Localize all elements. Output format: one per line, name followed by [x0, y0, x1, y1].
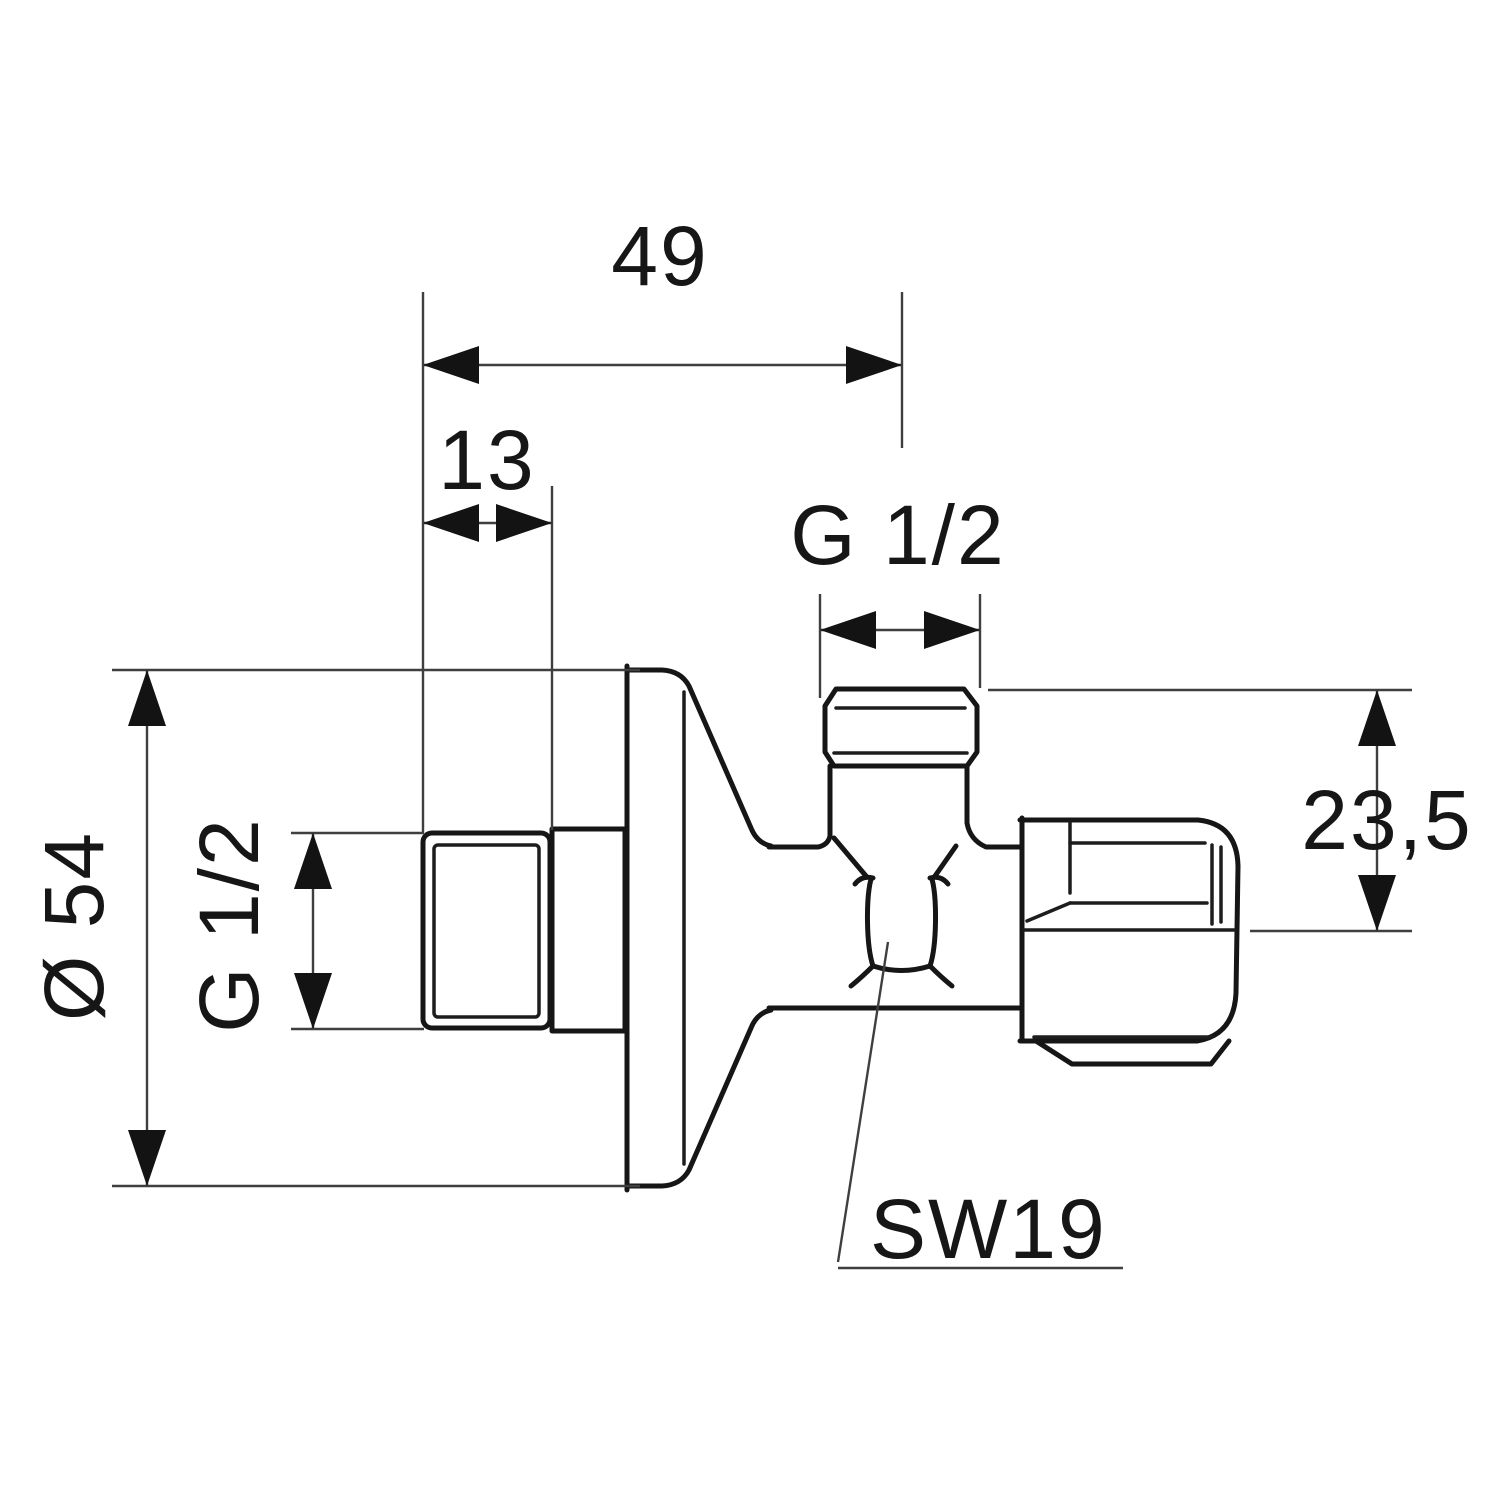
dim-23-5-label: 23,5: [1301, 773, 1473, 867]
arrow-left-icon: [423, 504, 479, 542]
top-thread-port: [822, 686, 980, 769]
valve-outline: [420, 663, 1241, 1193]
arrow-down-icon: [294, 973, 332, 1029]
arrow-down-icon: [1358, 875, 1396, 931]
dimension-23-5: 23,5: [988, 688, 1473, 933]
sw19-stem: [848, 874, 955, 989]
callout-sw19-label: SW19: [870, 1182, 1107, 1276]
dim-dia54-label: Ø 54: [27, 831, 121, 1021]
arrow-right-icon: [924, 611, 980, 649]
dimension-dia54: Ø 54: [27, 668, 640, 1188]
arrow-right-icon: [496, 504, 552, 542]
arrow-up-icon: [294, 833, 332, 889]
left-thread-port: [420, 830, 553, 1031]
dim-g12-top-label: G 1/2: [790, 488, 1005, 582]
dim-13-label: 13: [438, 413, 535, 507]
callout-sw19: SW19: [836, 941, 1123, 1276]
arrow-down-icon: [128, 1130, 166, 1186]
arrow-right-icon: [846, 346, 902, 384]
flange-rosette: [624, 663, 774, 1193]
valve-stem-funnel: [831, 835, 959, 879]
dimension-g12-left: G 1/2: [182, 817, 424, 1033]
dimension-13: 13: [423, 413, 554, 830]
arrow-up-icon: [128, 670, 166, 726]
hex-section: [549, 826, 628, 1034]
valve-body: [766, 763, 1025, 1011]
dimension-49: 49: [421, 209, 904, 833]
arrow-left-icon: [820, 611, 876, 649]
leader-line: [836, 941, 890, 1263]
dim-49-label: 49: [611, 209, 708, 303]
outlet-nut: [1017, 815, 1241, 1067]
arrow-up-icon: [1358, 690, 1396, 746]
arrow-left-icon: [423, 346, 479, 384]
dimension-g12-top: G 1/2: [790, 488, 1005, 698]
dim-g12-left-label: G 1/2: [182, 817, 276, 1032]
